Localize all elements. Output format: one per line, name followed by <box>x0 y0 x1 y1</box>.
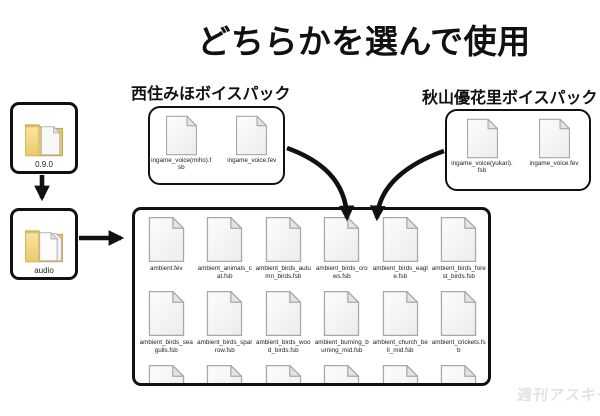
file-name-label: ambient_church_bell_mid.fsb <box>372 339 428 354</box>
page-title: どちらかを選んで使用 <box>197 23 531 60</box>
file-name-label: ambient_birds_autumn_birds.fsb <box>255 265 311 280</box>
file-item: ambient_animals_cat.fsb <box>196 216 255 281</box>
folder-label: 0.9.0 <box>35 160 53 169</box>
file-icon <box>324 216 360 263</box>
version-folder-box: 0.9.0 <box>10 102 78 174</box>
file-icon <box>538 118 570 159</box>
file-name-label: ingame_voice(miho).fsb <box>151 157 212 172</box>
file-item <box>196 364 255 383</box>
file-item <box>313 364 372 383</box>
audio-contents-box: ambient.fev ambient_animals_cat.fsb <box>132 207 491 386</box>
file-item <box>371 364 430 383</box>
file-name-label: ingame_voice(yukari).fsb <box>451 160 513 175</box>
file-name-label: ambient.fev <box>149 265 183 272</box>
file-item <box>430 364 489 383</box>
file-icon <box>324 290 360 337</box>
file-item: ambient_birds_sparrow.fsb <box>196 290 255 355</box>
file-item <box>137 364 196 383</box>
miho-pack-title: 西住みほボイスパック <box>131 86 291 103</box>
file-icon <box>265 216 301 263</box>
file-icon <box>382 364 418 383</box>
file-icon <box>466 118 498 159</box>
file-item: ambient_birds_seagulls.fsb <box>137 290 196 355</box>
file-item: ambient.fev <box>137 216 196 281</box>
file-item: ambient_birds_wood_birds.fsb <box>254 290 313 355</box>
file-icon <box>382 290 418 337</box>
watermark-logo: 週刊アスキー <box>516 387 600 404</box>
file-name-label: ambient_birds_wood_birds.fsb <box>255 339 311 354</box>
file-item: ambient_birds_eagle.fsb <box>371 216 430 281</box>
file-item: ingame_voice(yukari).fsb <box>450 118 514 189</box>
file-name-label: ambient_birds_seagulls.fsb <box>139 339 193 354</box>
file-item: ambient_birds_forest_birds.fsb <box>430 216 489 281</box>
file-name-label: ambient_burning_burning_mid.fsb <box>314 339 369 354</box>
audio-folder-box: audio <box>10 208 78 280</box>
file-item: ambient_birds_crows.fsb <box>313 216 372 281</box>
folder-with-document-icon <box>25 124 63 157</box>
file-icon <box>441 290 477 337</box>
file-icon <box>148 364 184 383</box>
file-item: ambient_burning_burning_mid.fsb <box>313 290 372 355</box>
file-name-label: ambient_birds_sparrow.fsb <box>197 339 253 354</box>
file-name-label: ambient_birds_forest_birds.fsb <box>431 265 486 280</box>
file-name-label: ambient_birds_crows.fsb <box>315 265 368 280</box>
file-name-label: ambient_birds_eagle.fsb <box>372 265 428 280</box>
yukari-pack-title: 秋山優花里ボイスパック <box>422 90 598 107</box>
file-item: ingame_voice.fev <box>522 118 586 189</box>
file-icon <box>265 290 301 337</box>
file-icon <box>265 364 301 383</box>
file-icon <box>207 290 243 337</box>
file-icon <box>324 364 360 383</box>
yukari-pack-box: ingame_voice(yukari).fsb ingame_voice.fe… <box>445 109 591 191</box>
file-name-label: ingame_voice.fev <box>227 157 277 164</box>
file-item <box>254 364 313 383</box>
folder-with-documents-icon <box>25 230 63 263</box>
file-icon <box>165 115 197 156</box>
folder-label: audio <box>34 266 54 275</box>
file-icon <box>441 364 477 383</box>
file-icon <box>207 216 243 263</box>
file-grid: ambient.fev ambient_animals_cat.fsb <box>135 210 489 383</box>
file-item: ingame_voice.fev <box>221 115 284 183</box>
file-icon <box>382 216 418 263</box>
file-item: ambient_birds_autumn_birds.fsb <box>254 216 313 281</box>
file-name-label: ambient_animals_cat.fsb <box>197 265 252 280</box>
file-icon <box>441 216 477 263</box>
file-name-label: ingame_voice.fev <box>529 160 579 167</box>
file-icon <box>148 290 184 337</box>
file-name-label: ambient_crickets.fsb <box>431 339 486 354</box>
miho-pack-box: ingame_voice(miho).fsb ingame_voice.fev <box>148 106 285 185</box>
file-item: ingame_voice(miho).fsb <box>150 115 213 183</box>
file-item: ambient_crickets.fsb <box>430 290 489 355</box>
file-icon <box>148 216 184 263</box>
file-item: ambient_church_bell_mid.fsb <box>371 290 430 355</box>
file-icon <box>207 364 243 383</box>
file-icon <box>236 115 268 156</box>
